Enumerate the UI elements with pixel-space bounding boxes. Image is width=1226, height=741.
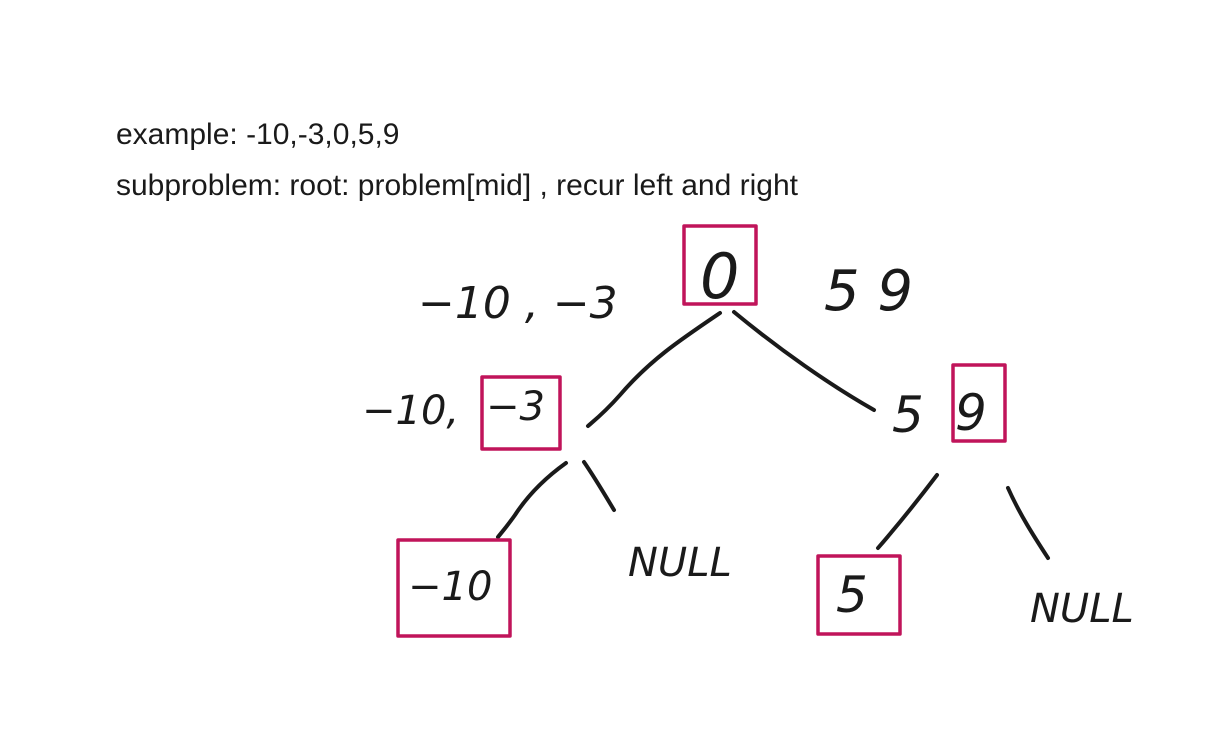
edge-left-right [582,460,616,512]
left-node-label: −3 [486,384,545,430]
right-node-label: 9 [955,384,987,442]
left-left-node-box [396,538,512,638]
right-right-null-label: NULL [1030,586,1134,632]
root-node-box [682,224,758,306]
example-text: example: -10,-3,0,5,9 [116,118,400,151]
edge-left-left [496,461,568,539]
root-node-label: 0 [700,240,739,313]
right-node-box [951,363,1007,443]
edge-right-left [876,473,939,550]
right-list-label: 5 [892,386,924,444]
subproblem-text: subproblem: root: problem[mid] , recur l… [116,169,798,202]
left-left-node-label: −10 [408,564,492,610]
root-right-list-label: 5 9 [824,259,913,324]
right-left-node-label: 5 [836,566,868,624]
edge-root-right [732,310,876,412]
edge-right-right [1006,486,1050,560]
left-node-box [480,375,562,451]
edge-root-left [586,311,722,428]
left-list-label: −10, [362,388,459,434]
root-left-list-label: −10 , −3 [418,278,618,329]
right-left-node-box [816,554,902,636]
left-right-null-label: NULL [628,540,732,586]
